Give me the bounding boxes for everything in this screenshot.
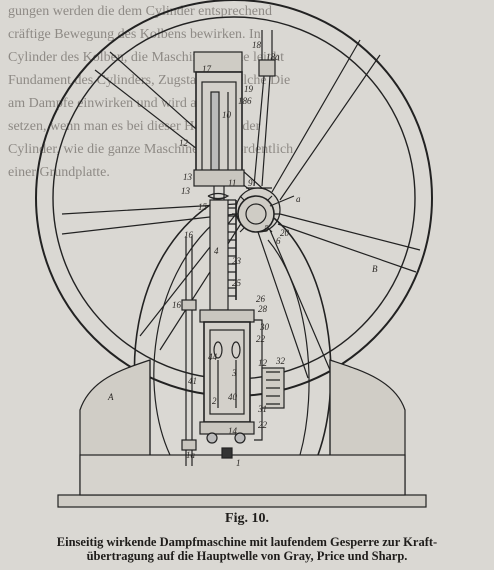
label-25: 25: [232, 278, 242, 288]
label-13: 13: [183, 172, 193, 182]
label-21: 1: [236, 458, 241, 468]
label-19: 19: [244, 84, 254, 94]
label-44: 44: [208, 352, 218, 362]
label-13a: 13: [181, 186, 191, 196]
valve-linkage: [246, 30, 276, 189]
label-16-top: 16: [184, 230, 194, 240]
bg-line: am Dampfe einwirken und wird auf diese: [8, 96, 241, 111]
label-B: B: [372, 264, 378, 274]
side-rods: [181, 236, 285, 466]
label-A: A: [107, 392, 114, 402]
label-4: 4: [214, 246, 219, 256]
label-22: 22: [256, 334, 266, 344]
label-20: 20: [280, 228, 290, 238]
figure-number: Fig. 10.: [225, 511, 269, 526]
label-a-gear: a: [296, 194, 301, 204]
bg-line: cräftige Bewegung des Kolbens bewirken. …: [8, 27, 261, 42]
label-1a: 1a: [186, 450, 196, 460]
figure-caption: Einseitig wirkende Dampfmaschine mit lau…: [0, 535, 494, 563]
label-186: 186: [238, 96, 252, 106]
label-32: 32: [275, 356, 286, 366]
label-26: 26: [256, 294, 266, 304]
label-5: 5: [264, 224, 269, 234]
gear-ratchet: [232, 195, 295, 233]
label-23: 23: [232, 256, 242, 266]
caption-line-2: übertragung auf die Hauptwelle von Gray,…: [86, 549, 408, 563]
caption-line-1: Einseitig wirkende Dampfmaschine mit lau…: [56, 535, 438, 549]
steam-engine-diagram: 18 18a 17 19 186 10 12 13 13 15 11 5 6 2…: [35, 0, 433, 508]
label-12-left: 12: [179, 138, 189, 148]
piston-rod: [207, 192, 237, 311]
part-labels: 18 18a 17 19 186 10 12 13 13 15 11 5 6 2…: [107, 40, 378, 468]
label-9: 9: [248, 178, 253, 188]
label-30: 30: [259, 322, 270, 332]
label-14: 14: [228, 426, 238, 436]
label-18a: 18a: [266, 52, 280, 62]
label-31: 31: [257, 404, 267, 414]
base-pedestal: [57, 359, 427, 508]
frame-arch: [133, 204, 332, 456]
label-15: 15: [198, 202, 208, 212]
bg-line: gungen werden die dem Cylinder entsprech…: [8, 4, 272, 19]
label-40: 40: [228, 392, 238, 402]
label-10: 10: [222, 110, 232, 120]
label-12: 12: [258, 358, 268, 368]
label-17: 17: [202, 64, 212, 74]
lower-cylinder: [199, 309, 255, 459]
label-6: 6: [276, 236, 281, 246]
bg-line: einer Grundplatte.: [8, 165, 110, 180]
label-16: 16: [172, 300, 182, 310]
label-22-low: 22: [258, 420, 268, 430]
upper-cylinder: [193, 51, 245, 200]
label-11: 11: [228, 178, 236, 188]
label-28: 28: [258, 304, 268, 314]
label-18: 18: [252, 40, 262, 50]
label-2: 2: [212, 396, 217, 406]
label-41: 41: [188, 376, 197, 386]
label-3: 3: [231, 368, 237, 378]
